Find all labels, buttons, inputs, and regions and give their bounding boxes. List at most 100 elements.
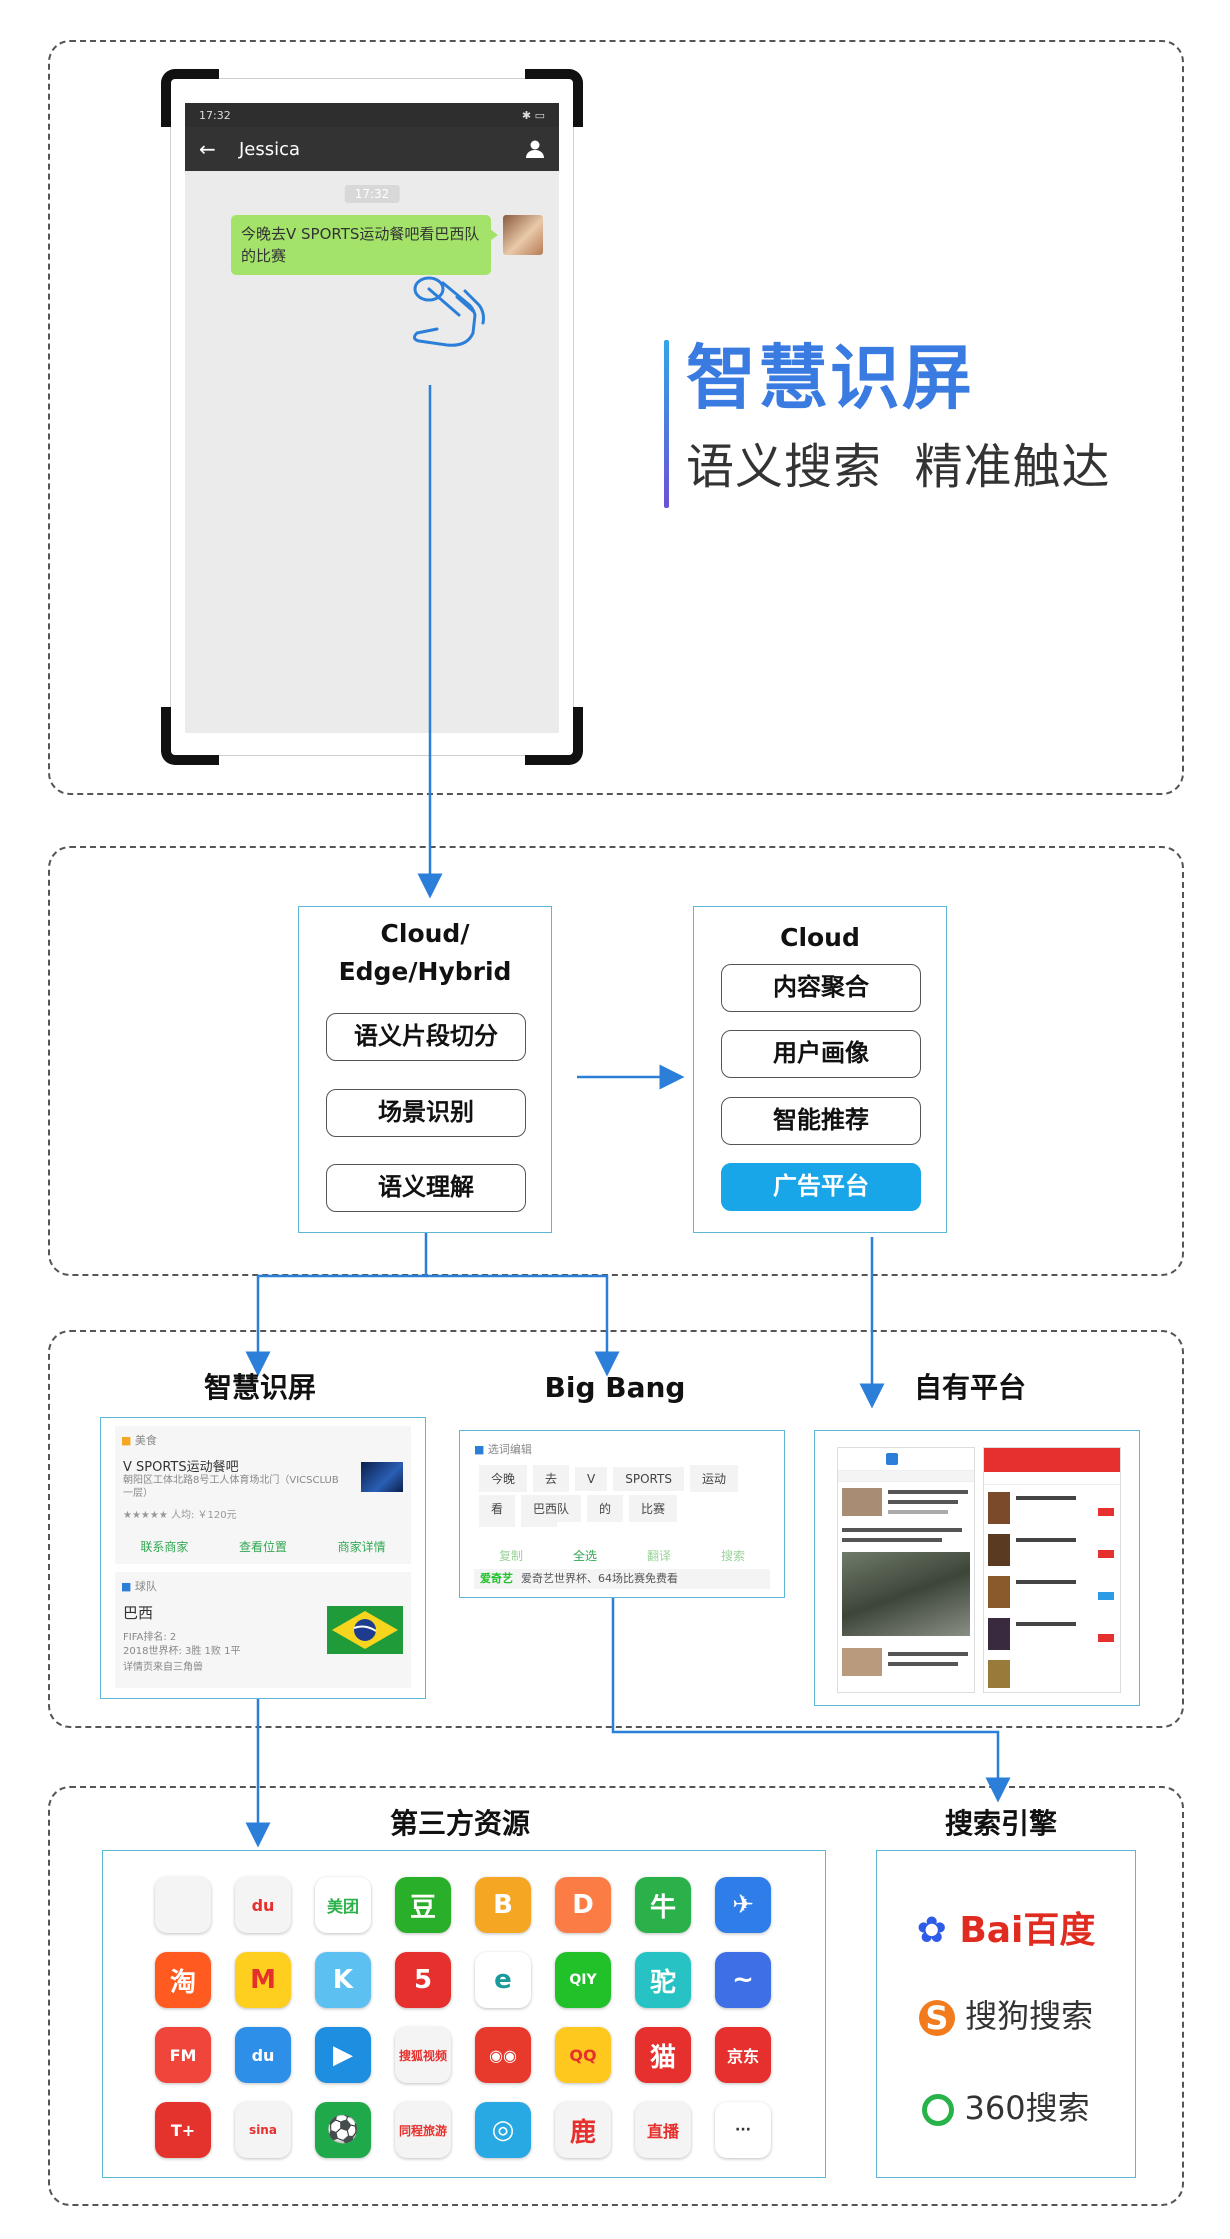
iqiyi-icon[interactable]: QIY (555, 1952, 611, 2008)
iqiyi-logo: 爱奇艺 (480, 1572, 513, 1585)
tap-hand-icon (412, 276, 485, 347)
frame-corner (525, 69, 583, 127)
5-icon[interactable]: 5 (395, 1952, 451, 2008)
token[interactable]: V (575, 1467, 608, 1491)
baidu-map-icon[interactable]: du (235, 1877, 291, 1933)
team-card: ■ 球队 巴西 FIFA排名: 2 2018世界杯: 3胜 1败 1平 详情页来… (115, 1572, 411, 1688)
card-own-platform (814, 1430, 1140, 1706)
camel-icon[interactable]: 驼 (635, 1952, 691, 2008)
sogou-text: 搜狗搜索 (965, 1997, 1094, 2035)
card-smart-screen: ■ 美食 V SPORTS运动餐吧 朝阳区工体北路8号工人体育场北门（VICSC… (100, 1417, 426, 1699)
label-big-bang: Big Bang (544, 1371, 686, 1404)
so360-circle-icon (922, 2094, 955, 2126)
signal-icon[interactable]: ◎ (475, 2102, 531, 2158)
baidu-text: Bai百度 (959, 1910, 1096, 1951)
chat-message[interactable]: 今晚去V SPORTS运动餐吧看巴西队的比赛 (231, 215, 498, 275)
sogou-logo[interactable]: S 搜狗搜索 (877, 1991, 1135, 2037)
token[interactable]: 去 (533, 1465, 570, 1492)
contact-merchant-button[interactable]: 联系商家 (140, 1540, 189, 1554)
edge-title-line1: Cloud/ (380, 919, 470, 948)
headline-subtitle: 语义搜索 精准触达 (686, 439, 1111, 495)
status-bar: 17:32 ✱ ▭ (185, 103, 559, 127)
token[interactable]: SPORTS (613, 1467, 684, 1491)
label-own-platform: 自有平台 (913, 1371, 1026, 1404)
baidu-paw-icon: ✿ (916, 1910, 947, 1951)
baidu-logo[interactable]: ✿ Bai百度 (877, 1901, 1135, 1953)
frame-corner (161, 707, 219, 765)
team-icon: ■ (121, 1580, 132, 1593)
chat-title: Jessica (239, 138, 301, 160)
merchant-detail-button[interactable]: 商家详情 (337, 1540, 386, 1554)
token[interactable]: 比赛 (629, 1495, 678, 1522)
phone-mockup: 17:32 ✱ ▭ ← Jessica 17:32 今晚去V SPORTS运动餐… (161, 69, 583, 765)
translate-button[interactable]: 翻译 (646, 1549, 671, 1563)
search-button[interactable]: 搜索 (720, 1549, 745, 1563)
step-user-profile: 用户画像 (721, 1030, 921, 1078)
section-phone (48, 40, 1184, 795)
deer-icon[interactable]: 鹿 (555, 2102, 611, 2158)
restaurant-address: 朝阳区工体北路8号工人体育场北门（VICSCLUB一层） (123, 1475, 339, 1499)
football-icon[interactable]: ⚽ (315, 2102, 371, 2158)
food-icon: ■ (121, 1434, 132, 1447)
profile-icon[interactable] (525, 139, 545, 159)
token[interactable]: 的 (587, 1495, 624, 1522)
tongcheng-icon[interactable]: 同程旅游 (395, 2102, 451, 2158)
label-third-party: 第三方资源 (389, 1807, 530, 1840)
token[interactable]: 今晚 (479, 1465, 528, 1492)
search-engine-panel: ✿ Bai百度 S 搜狗搜索 360搜索 (876, 1850, 1136, 2178)
maps-plane-icon[interactable] (155, 1877, 211, 1933)
qq-penguin-icon[interactable]: QQ (555, 2027, 611, 2083)
didi-icon[interactable]: D (555, 1877, 611, 1933)
bstation-icon[interactable]: B (475, 1877, 531, 1933)
du-music-icon[interactable]: du (235, 2027, 291, 2083)
battery-icon: ✱ ▭ (521, 108, 545, 122)
wave-icon[interactable]: ~ (715, 1952, 771, 2008)
video-play-icon[interactable]: ▶ (315, 2027, 371, 2083)
edge-box: Cloud/ Edge/Hybrid 语义片段切分 场景识别 语义理解 (298, 906, 552, 1233)
kuaikan-icon[interactable]: K (315, 1952, 371, 2008)
ttplus-icon[interactable]: T+ (155, 2102, 211, 2158)
view-location-button[interactable]: 查看位置 (238, 1540, 287, 1554)
token[interactable]: 巴西队 (521, 1495, 582, 1522)
fm-radio-icon[interactable]: FM (155, 2027, 211, 2083)
message-time: 17:32 (344, 185, 400, 203)
bigbang-footer[interactable]: 爱奇艺爱奇艺世界杯、64场比赛免费看 (474, 1569, 770, 1589)
footer-text: 爱奇艺世界杯、64场比赛免费看 (521, 1572, 678, 1585)
cloud-title: Cloud (780, 923, 860, 952)
token[interactable]: 运动 (689, 1465, 738, 1492)
tuniu-icon[interactable]: 牛 (635, 1877, 691, 1933)
more-icon[interactable]: ··· (715, 2102, 771, 2158)
token[interactable]: 看 (479, 1495, 516, 1522)
news-logo-icon (886, 1453, 898, 1465)
edit-icon: ■ (474, 1443, 485, 1456)
restaurant-name: V SPORTS运动餐吧 (123, 1460, 239, 1475)
douban-icon[interactable]: 豆 (395, 1877, 451, 1933)
news-screenshot (837, 1447, 975, 1693)
frame-corner (525, 707, 583, 765)
news-video-thumbnail[interactable] (842, 1552, 970, 1636)
copy-button[interactable]: 复制 (498, 1549, 523, 1563)
zhibo-icon[interactable]: 直播 (635, 2102, 691, 2158)
restaurant-price: ★★★★★ 人均: ￥120元 (123, 1510, 237, 1521)
glasses-icon[interactable]: ◉◉ (475, 2027, 531, 2083)
sina-icon[interactable]: sina (235, 2102, 291, 2158)
team-fifa-rank: FIFA排名: 2 (123, 1632, 177, 1643)
e-icon[interactable]: e (475, 1952, 531, 2008)
back-arrow-icon[interactable]: ← (199, 137, 216, 161)
jd-icon[interactable]: 京东 (715, 2027, 771, 2083)
team-worldcup-record: 2018世界杯: 3胜 1败 1平 (123, 1646, 241, 1657)
so360-logo[interactable]: 360搜索 (877, 2083, 1135, 2129)
select-all-button[interactable]: 全选 (572, 1549, 597, 1563)
meituan-icon[interactable]: 美团 (315, 1877, 371, 1933)
airline-icon[interactable]: ✈ (715, 1877, 771, 1933)
tmall-cat-icon[interactable]: 猫 (635, 2027, 691, 2083)
taobao-icon[interactable]: 淘 (155, 1952, 211, 2008)
meituan-yellow-icon[interactable]: M (235, 1952, 291, 2008)
food-section-label: 美食 (134, 1434, 157, 1447)
sohu-video-icon[interactable]: 搜狐视频 (395, 2027, 451, 2083)
bigbang-header: 选词编辑 (487, 1443, 532, 1456)
frame-corner (161, 69, 219, 127)
